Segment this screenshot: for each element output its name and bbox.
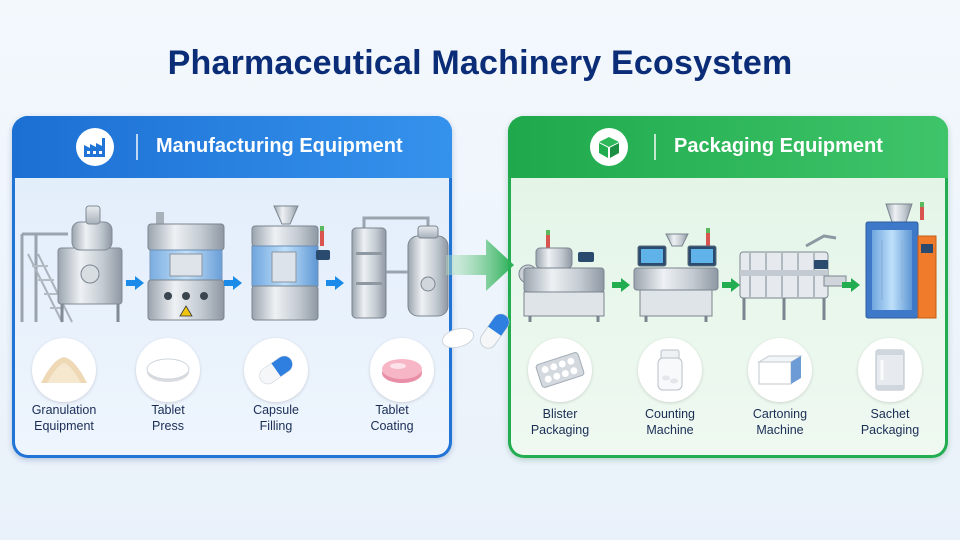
step-label: Blister Packaging [510, 406, 610, 438]
capsule-filling-machine [251, 205, 330, 321]
tablet-icon [146, 358, 190, 382]
stage-arrow [612, 278, 630, 292]
stage-arrow [722, 278, 740, 292]
packaging-title: Packaging Equipment [674, 135, 883, 157]
step-label-line: Machine [646, 423, 694, 437]
step-label: Counting Machine [620, 406, 720, 438]
step-label: Tablet Coating [342, 402, 442, 434]
step-label-line: Tablet [375, 403, 409, 417]
step-icon-tablet [136, 338, 200, 402]
pills-icon [441, 313, 510, 349]
step-label: Sachet Packaging [840, 406, 940, 438]
manufacturing-panel: Manufacturing Equipment [12, 116, 452, 458]
step-icon-carton [748, 338, 812, 402]
step-label-line: Machine [756, 423, 804, 437]
granulation-machine [20, 205, 123, 323]
step-icon-blister [528, 338, 592, 402]
step-label-line: Capsule [253, 403, 299, 417]
box-icon [590, 128, 628, 166]
tablet-coating-machine [351, 216, 449, 319]
step-label: Cartoning Machine [730, 406, 830, 438]
header-separator [136, 134, 138, 160]
step-label-line: Packaging [860, 423, 920, 437]
tablet-press-machine [147, 212, 225, 321]
step-label-line: Cartoning [752, 407, 808, 421]
carton-icon [757, 355, 803, 385]
step-label: Tablet Press [118, 402, 218, 434]
blister-pack-icon [535, 352, 585, 388]
step-label-line: Coating [370, 419, 414, 433]
sachet-icon [875, 349, 905, 391]
step-label-line: Packaging [530, 423, 590, 437]
step-icon-coating [370, 338, 434, 402]
factory-icon [76, 128, 114, 166]
stage-arrow [126, 276, 144, 290]
stage-arrow [326, 276, 344, 290]
step-label-line: Filling [259, 419, 293, 433]
step-label: Granulation Equipment [14, 402, 114, 434]
powder-icon [41, 357, 87, 383]
step-label-line: Counting [644, 407, 696, 421]
step-icon-capsule [244, 338, 308, 402]
pill-bottle-icon [657, 349, 683, 391]
step-label-line: Sachet [870, 407, 910, 421]
step-icon-sachet [858, 338, 922, 402]
step-icon-counting [638, 338, 702, 402]
step-label-line: Granulation [31, 403, 97, 417]
manufacturing-title: Manufacturing Equipment [156, 135, 403, 157]
stage-arrow [842, 278, 860, 292]
sachet-machine [865, 202, 937, 319]
capsule-icon [259, 355, 293, 385]
counting-machine [633, 228, 719, 322]
stage-arrow [224, 276, 242, 290]
cartoning-machine [739, 234, 847, 320]
packaging-panel: Packaging Equipment [508, 116, 948, 458]
step-label: Capsule Filling [226, 402, 326, 434]
flow-arrow [446, 239, 514, 291]
coated-tablet-icon [382, 359, 422, 383]
page-title: Pharmaceutical Machinery Ecosystem [167, 44, 793, 82]
manufacturing-header: Manufacturing Equipment [12, 116, 452, 178]
step-label-line: Blister [542, 407, 578, 421]
step-label-line: Press [152, 419, 184, 433]
header-separator [654, 134, 656, 160]
step-label-line: Equipment [34, 419, 94, 433]
step-label-line: Tablet [151, 403, 185, 417]
blister-machine [518, 230, 605, 322]
packaging-header: Packaging Equipment [508, 116, 948, 178]
step-icon-granulation [32, 338, 96, 402]
